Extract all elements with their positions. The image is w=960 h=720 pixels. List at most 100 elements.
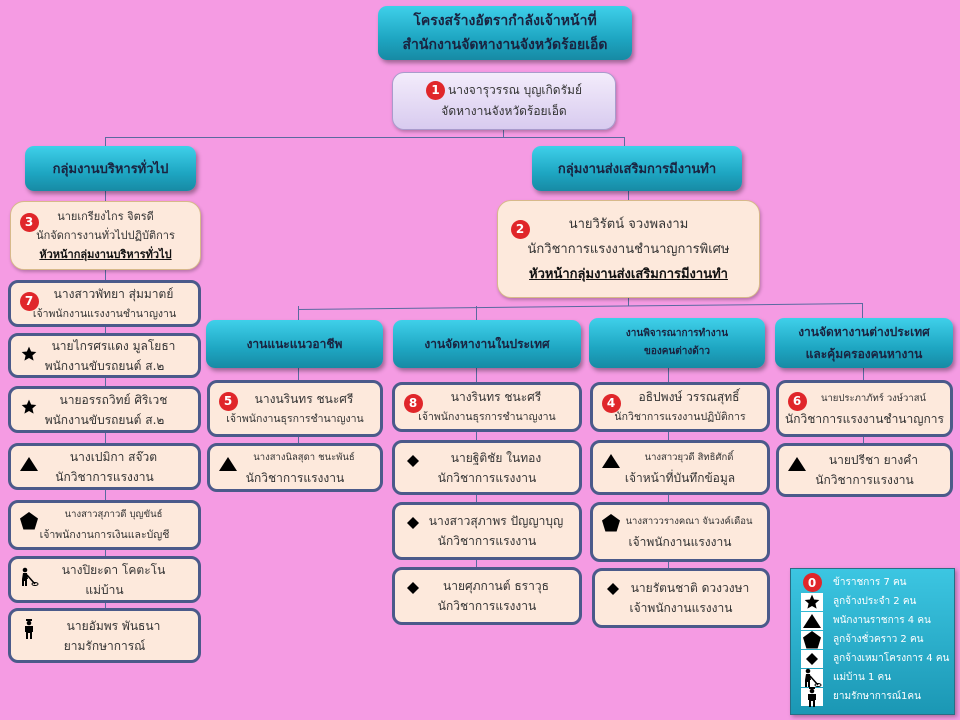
connector xyxy=(298,303,863,310)
unit-label: งานพิจารณาการทำงานของคนต่างด้าว xyxy=(625,328,729,357)
housekeeper-icon xyxy=(19,567,39,587)
diamond-icon xyxy=(606,582,620,596)
staff-name: นางสาววรางคณา จันวงค์เดือน xyxy=(625,516,753,527)
staff-position: นักวิชาการแรงงาน xyxy=(245,470,345,485)
pentagon-icon xyxy=(19,511,39,531)
legend-label: ลูกจ้างประจำ 2 คน xyxy=(833,596,917,607)
legend-item: พนักงานราชการ 4 คน xyxy=(801,611,954,630)
director-position: จัดหางานจังหวัดร้อยเอ็ด xyxy=(441,104,567,118)
legend-item: ยามรักษาการณ์1คน xyxy=(801,686,954,707)
staff-card: นางสาวสุภาวดี บุญขันธ์เจ้าพนักงานการเงิน… xyxy=(8,500,201,550)
staff-card: นางสาววรางคณา จันวงค์เดือนเจ้าพนักงานแรง… xyxy=(590,502,770,562)
head-role: หัวหน้ากลุ่มงานบริหารทั่วไป xyxy=(39,248,172,261)
director-box: 1 นางจารุวรรณ บุญเกิดรัมย์ จัดหางานจังหว… xyxy=(392,72,616,130)
unit-overseas-employment: งานจัดหางานต่างประเทศและคุ้มครองคนหางาน xyxy=(775,318,953,368)
staff-name: นายไกรศรแดง มูลโยธา xyxy=(51,338,176,353)
unit-domestic-employment: งานจัดหางานในประเทศ xyxy=(393,320,581,368)
staff-name: นางนรินทร ชนะศรี xyxy=(254,391,354,406)
staff-position: นักวิชาการแรงงาน xyxy=(55,469,154,484)
staff-name: นายอรรถวิทย์ ศิริเวช xyxy=(59,392,168,407)
number-badge-icon: 4 xyxy=(601,393,621,413)
connector xyxy=(503,130,504,138)
staff-position: เจ้าพนักงานธุรการชำนาญงาน xyxy=(226,412,364,425)
security-guard-icon xyxy=(805,686,819,707)
legend-label: ยามรักษาการณ์1คน xyxy=(833,691,921,702)
triangle-icon xyxy=(218,456,238,472)
staff-position: นักวิชาการแรงงาน xyxy=(437,599,537,613)
number-badge-icon: 5 xyxy=(218,391,238,411)
group-head-employment-promotion: 2 นายวิรัตน์ จวงพลงาม นักวิชาการแรงงานชำ… xyxy=(497,200,760,298)
staff-position: นักวิชาการแรงงานชำนาญการ xyxy=(785,411,944,426)
unit-foreign-workers: งานพิจารณาการทำงานของคนต่างด้าว xyxy=(589,318,765,368)
connector xyxy=(298,306,299,321)
staff-name: นางเปมิกา สจ๊วต xyxy=(69,449,158,464)
staff-position: เจ้าพนักงานแรงงาน xyxy=(629,601,733,615)
legend-item: ลูกจ้างเหมาโครงการ 4 คน xyxy=(801,649,954,668)
director-name: นางจารุวรรณ บุญเกิดรัมย์ xyxy=(448,83,582,97)
staff-card: นางเปมิกา สจ๊วตนักวิชาการแรงงาน xyxy=(8,443,201,490)
number-badge-icon: 2 xyxy=(510,219,530,239)
staff-card: นายรัตนชาติ ดวงวงษาเจ้าพนักงานแรงงาน xyxy=(592,568,770,628)
staff-position: เจ้าพนักงานแรงงาน xyxy=(628,535,732,549)
staff-position: แม่บ้าน xyxy=(85,582,124,597)
staff-card: นางสาวสุภาพร ปัญญาบุญนักวิชาการแรงงาน xyxy=(392,502,582,560)
staff-name: นายปรีชา ยางคำ xyxy=(828,453,919,467)
legend-label: ลูกจ้างเหมาโครงการ 4 คน xyxy=(833,653,950,664)
legend-label: ข้าราชการ 7 คน xyxy=(833,577,907,588)
staff-position: เจ้าหน้าที่บันทึกข้อมูล xyxy=(624,470,736,485)
number-badge-icon: 3 xyxy=(19,212,39,232)
staff-name: นายศุภกานต์ ธราวุธ xyxy=(443,579,549,593)
unit-label: งานแนะแนวอาชีพ xyxy=(246,336,343,351)
connector xyxy=(476,306,477,321)
head-role: หัวหน้ากลุ่มงานส่งเสริมการมีงานทำ xyxy=(529,266,728,282)
legend-item: 0 ข้าราชการ 7 คน xyxy=(801,573,954,592)
legend-label: ลูกจ้างชั่วคราว 2 คน xyxy=(833,634,924,645)
staff-card: นายปรีชา ยางคำนักวิชาการแรงงาน xyxy=(776,443,953,497)
unit-label: งานจัดหางานในประเทศ xyxy=(424,336,550,351)
number-badge-icon: 6 xyxy=(787,391,807,411)
staff-name: นางรินทร ชนะศรี xyxy=(450,390,542,404)
chart-title: โครงสร้างอัตรากำลังเจ้าหน้าที่ สำนักงานจ… xyxy=(378,6,632,60)
staff-position: นักวิชาการแรงงาน xyxy=(437,534,537,548)
staff-card: นางปิยะดา โคตะโนแม่บ้าน xyxy=(8,556,201,603)
staff-position: เจ้าพนักงานธุรการชำนาญงาน xyxy=(418,411,556,423)
staff-name: นางปิยะดา โคตะโน xyxy=(61,562,166,577)
legend: 0 ข้าราชการ 7 คนลูกจ้างประจำ 2 คนพนักงานร… xyxy=(790,568,955,715)
connector xyxy=(105,137,106,147)
triangle-icon xyxy=(802,613,822,629)
staff-position: พนักงานขับรถยนต์ ส.๒ xyxy=(44,412,165,427)
staff-card: นางสาวยุวดี สิทธิศักดิ์เจ้าหน้าที่บันทึก… xyxy=(590,440,770,495)
diamond-icon xyxy=(406,454,420,468)
legend-label: แม่บ้าน 1 คน xyxy=(833,672,892,683)
staff-card: 8 นางรินทร ชนะศรีเจ้าพนักงานธุรการชำนาญงา… xyxy=(392,382,582,432)
staff-name: นางสางนิลสุดา ชนะพันธ์ xyxy=(253,451,355,463)
title-line1: โครงสร้างอัตรากำลังเจ้าหน้าที่ xyxy=(413,13,597,29)
staff-name: นายฐิติชัย ในทอง xyxy=(450,450,542,465)
staff-name: นางสาวสุภาวดี บุญขันธ์ xyxy=(64,509,163,520)
staff-card: นายฐิติชัย ในทองนักวิชาการแรงงาน xyxy=(392,440,582,495)
group-label: กลุ่มงานส่งเสริมการมีงานทำ xyxy=(557,162,717,177)
group-head-general-admin: 3 นายเกรียงไกร จิตรดี นักจัดการงานทั่วไป… xyxy=(10,201,201,270)
staff-card: นายศุภกานต์ ธราวุธนักวิชาการแรงงาน xyxy=(392,567,582,625)
pentagon-icon xyxy=(802,630,822,650)
star-icon xyxy=(21,399,37,415)
number-badge-icon: 8 xyxy=(403,393,423,413)
diamond-icon xyxy=(406,516,420,530)
pentagon-icon xyxy=(601,513,621,533)
security-guard-icon xyxy=(22,619,36,639)
staff-position: นักวิชาการแรงงาน xyxy=(815,473,914,487)
staff-card: นางสางนิลสุดา ชนะพันธ์นักวิชาการแรงงาน xyxy=(207,443,383,492)
legend-label: พนักงานราชการ 4 คน xyxy=(833,615,931,626)
staff-name: นายรัตนชาติ ดวงวงษา xyxy=(630,581,750,595)
unit-career-guidance: งานแนะแนวอาชีพ xyxy=(206,320,383,368)
star-icon xyxy=(21,346,37,362)
staff-card: นายอัมพร พันธนายามรักษาการณ์ xyxy=(8,608,201,663)
staff-name: นายอัมพร พันธนา xyxy=(66,618,161,633)
legend-item: แม่บ้าน 1 คน xyxy=(801,668,954,687)
connector xyxy=(105,137,625,138)
staff-card: นายอรรถวิทย์ ศิริเวชพนักงานขับรถยนต์ ส.๒ xyxy=(8,386,201,433)
number-badge-icon: 0 xyxy=(802,573,822,592)
